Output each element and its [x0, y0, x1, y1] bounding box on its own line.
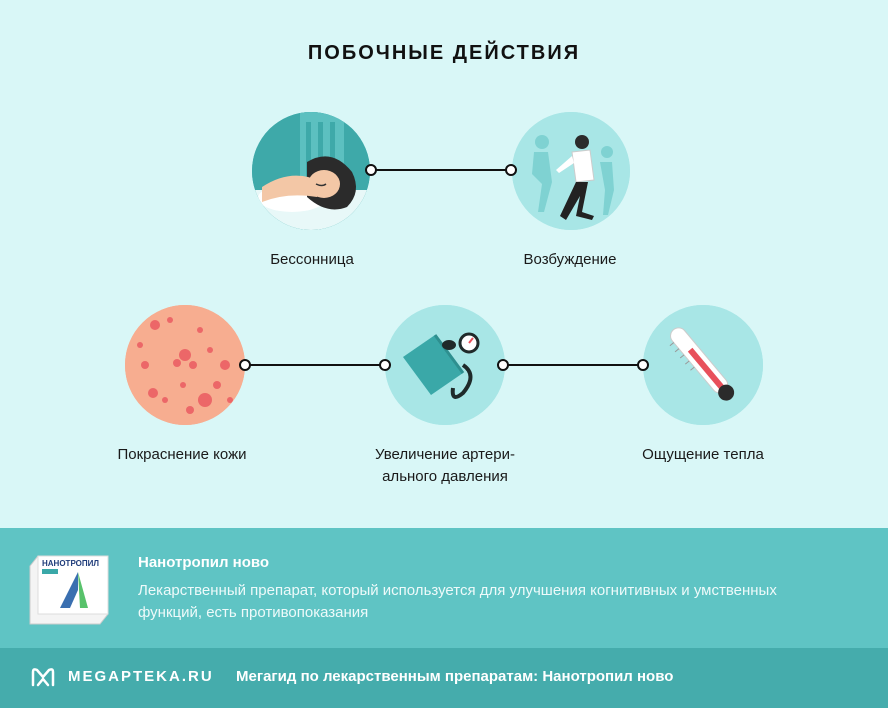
footer-caption: Мегагид по лекарственным препаратам: Нан…	[236, 668, 674, 685]
skin-redness-icon	[125, 305, 245, 425]
box-brand-text: НАНОТРОПИЛ	[42, 559, 99, 568]
warmth-icon	[643, 305, 763, 425]
connector-dot	[239, 359, 251, 371]
infographic-main: ПОБОЧНЫЕ ДЕЙСТВИЯ	[117, 42, 764, 485]
product-box-image: НАНОТРОПИЛ	[28, 552, 110, 626]
megapteka-logo-icon	[30, 666, 56, 693]
product-name: Нанотропил ново	[138, 554, 270, 571]
insomnia-icon	[252, 112, 370, 230]
connector-dot	[505, 164, 517, 176]
label-blood-pressure: Увеличение артери- ального давления	[375, 446, 515, 485]
connector-dot	[497, 359, 509, 371]
label-agitation: Возбуждение	[523, 251, 617, 268]
page-title: ПОБОЧНЫЕ ДЕЙСТВИЯ	[307, 42, 581, 64]
connector-line	[250, 364, 386, 366]
label-warmth: Ощущение тепла	[642, 446, 764, 463]
connector-line	[508, 364, 644, 366]
connector-dot	[379, 359, 391, 371]
product-description: Лекарственный препарат, который использу…	[138, 582, 777, 621]
agitation-icon	[512, 112, 630, 230]
label-insomnia: Бессонница	[270, 251, 354, 268]
connector-dot	[365, 164, 377, 176]
product-band	[0, 528, 888, 648]
label-skin-redness: Покраснение кожи	[117, 446, 247, 463]
blood-pressure-icon	[385, 305, 505, 425]
connector-line	[376, 169, 512, 171]
footer	[0, 648, 888, 708]
connector-dot	[637, 359, 649, 371]
brand-name[interactable]: MEGAPTEKA.RU	[68, 668, 214, 685]
